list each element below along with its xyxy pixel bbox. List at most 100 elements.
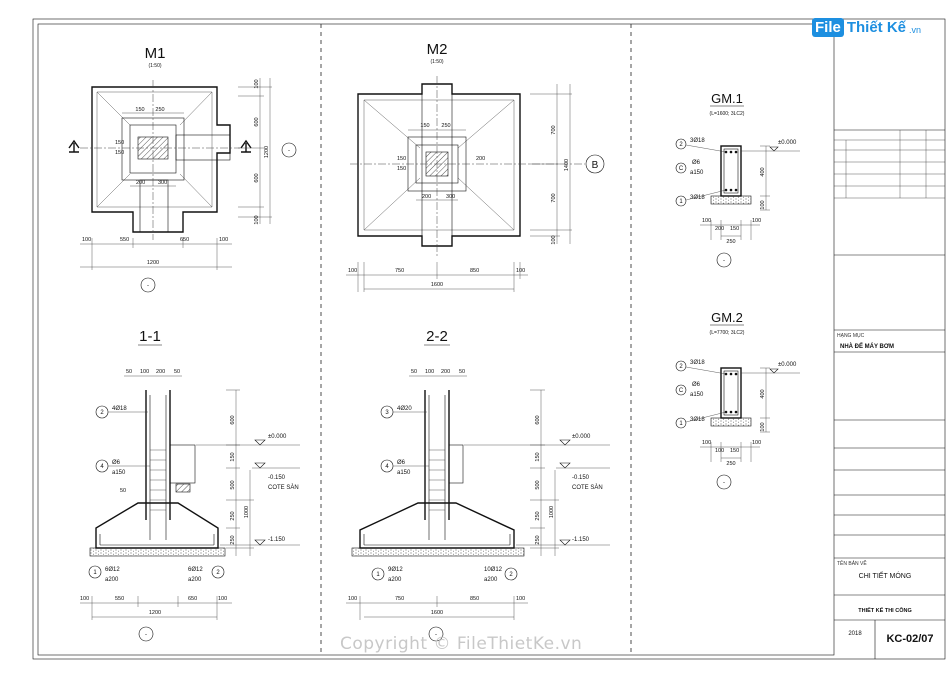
design-phase: THIẾT KẾ THI CÔNG: [858, 606, 911, 614]
svg-text:650: 650: [188, 596, 197, 602]
svg-text:700: 700: [551, 125, 557, 134]
svg-text:9Ø12: 9Ø12: [388, 567, 403, 573]
svg-text:±0.000: ±0.000: [778, 362, 797, 368]
svg-text:1400: 1400: [564, 159, 570, 171]
svg-text:Ø6: Ø6: [112, 460, 121, 466]
year: 2018: [848, 631, 862, 637]
svg-text:C: C: [679, 388, 684, 394]
svg-text:1000: 1000: [549, 506, 555, 518]
svg-text:50: 50: [411, 369, 417, 375]
svg-text:150: 150: [730, 226, 739, 232]
svg-text:100: 100: [702, 218, 711, 224]
project-name: NHÀ ĐỂ MÁY BƠM: [840, 343, 894, 350]
plan-m1-scale: (1:50): [148, 63, 161, 69]
beam-gm1-title: GM.1: [711, 91, 743, 106]
svg-text:600: 600: [254, 117, 260, 126]
copyright-watermark: Copyright © FileThietKe.vn: [340, 634, 583, 654]
svg-text:650: 650: [180, 237, 189, 243]
svg-text:200: 200: [715, 226, 724, 232]
svg-text:-: -: [723, 480, 725, 486]
svg-text:100: 100: [254, 79, 260, 88]
svg-text:150: 150: [730, 448, 739, 454]
svg-text:1: 1: [679, 199, 683, 205]
plan-m2: M2 (1:50) B 150 250 150 150 200 200 300 …: [346, 41, 605, 292]
svg-text:100: 100: [760, 200, 766, 209]
svg-text:200: 200: [422, 194, 431, 200]
svg-text:1600: 1600: [431, 610, 443, 616]
svg-text:-: -: [145, 632, 147, 638]
svg-text:-: -: [147, 283, 149, 289]
svg-text:200: 200: [476, 156, 485, 162]
svg-text:100: 100: [219, 237, 228, 243]
svg-text:550: 550: [115, 596, 124, 602]
svg-text:200: 200: [136, 180, 145, 186]
svg-text:±0.000: ±0.000: [778, 140, 797, 146]
svg-text:150: 150: [135, 107, 144, 113]
svg-text:100: 100: [760, 422, 766, 431]
svg-text:±0.000: ±0.000: [268, 434, 287, 440]
svg-text:COTE SÀN: COTE SÀN: [572, 484, 603, 491]
title-block: HẠNG MỤC NHÀ ĐỂ MÁY BƠM TÊN BẢN VẼ CHI T…: [834, 129, 945, 659]
svg-text:750: 750: [395, 268, 404, 274]
logo-name: Thiết Kế: [846, 18, 907, 36]
svg-text:3Ø18: 3Ø18: [690, 195, 705, 201]
svg-text:a200: a200: [484, 577, 498, 583]
svg-text:1000: 1000: [244, 506, 250, 518]
svg-text:100: 100: [752, 440, 761, 446]
svg-text:10Ø12: 10Ø12: [484, 567, 503, 573]
plan-m2-scale: (1:50): [430, 59, 443, 65]
section-2-2: 2-2 50 100 200 50 3 4Ø20 4 Ø6 a150 ±0.00…: [346, 328, 610, 642]
svg-text:-0.150: -0.150: [572, 475, 590, 481]
svg-text:50: 50: [174, 369, 180, 375]
svg-text:600: 600: [254, 173, 260, 182]
svg-text:a150: a150: [112, 470, 126, 476]
svg-text:250: 250: [726, 239, 735, 245]
svg-text:300: 300: [158, 180, 167, 186]
svg-text:150: 150: [230, 452, 236, 461]
svg-text:4Ø18: 4Ø18: [112, 406, 127, 412]
svg-text:6Ø12: 6Ø12: [105, 567, 120, 573]
svg-text:1600: 1600: [431, 282, 443, 288]
svg-text:700: 700: [551, 193, 557, 202]
svg-text:1: 1: [679, 421, 683, 427]
logo-mark: File: [812, 17, 844, 37]
svg-text:4: 4: [385, 464, 389, 470]
svg-text:250: 250: [230, 535, 236, 544]
svg-text:100: 100: [752, 218, 761, 224]
beam-gm2: GM.2 (L=7700; 3LC2) 2 3Ø18 C Ø6 a150 1 3…: [675, 310, 800, 490]
svg-text:6Ø12: 6Ø12: [188, 567, 203, 573]
svg-text:±0.000: ±0.000: [572, 434, 591, 440]
svg-text:4: 4: [100, 464, 104, 470]
site-logo[interactable]: File Thiết Kế .vn: [812, 14, 921, 40]
logo-domain: .vn: [909, 25, 922, 35]
svg-text:a200: a200: [188, 577, 202, 583]
svg-text:a150: a150: [397, 470, 411, 476]
svg-text:250: 250: [155, 107, 164, 113]
svg-text:Ø6: Ø6: [397, 460, 406, 466]
plan-m2-title: M2: [427, 41, 448, 58]
svg-text:3Ø18: 3Ø18: [690, 417, 705, 423]
svg-text:750: 750: [395, 596, 404, 602]
svg-text:100: 100: [254, 215, 260, 224]
svg-text:100: 100: [82, 237, 91, 243]
svg-text:50: 50: [120, 488, 126, 494]
svg-text:150: 150: [115, 140, 124, 146]
svg-text:a150: a150: [690, 170, 704, 176]
svg-text:200: 200: [441, 369, 450, 375]
svg-text:850: 850: [470, 268, 479, 274]
svg-text:3: 3: [385, 410, 389, 416]
svg-text:100: 100: [702, 440, 711, 446]
svg-text:500: 500: [230, 480, 236, 489]
svg-text:1: 1: [376, 572, 380, 578]
axis-b-label: B: [592, 160, 599, 171]
outer-frame: [32, 18, 946, 660]
svg-text:150: 150: [420, 123, 429, 129]
svg-text:100: 100: [516, 268, 525, 274]
svg-text:100: 100: [218, 596, 227, 602]
svg-text:(L=1600; 3LC2): (L=1600; 3LC2): [710, 111, 745, 117]
svg-text:(L=7700; 3LC2): (L=7700; 3LC2): [710, 330, 745, 336]
svg-text:50: 50: [459, 369, 465, 375]
svg-text:1200: 1200: [149, 610, 161, 616]
svg-text:250: 250: [230, 511, 236, 520]
inner-frame: [37, 23, 835, 656]
